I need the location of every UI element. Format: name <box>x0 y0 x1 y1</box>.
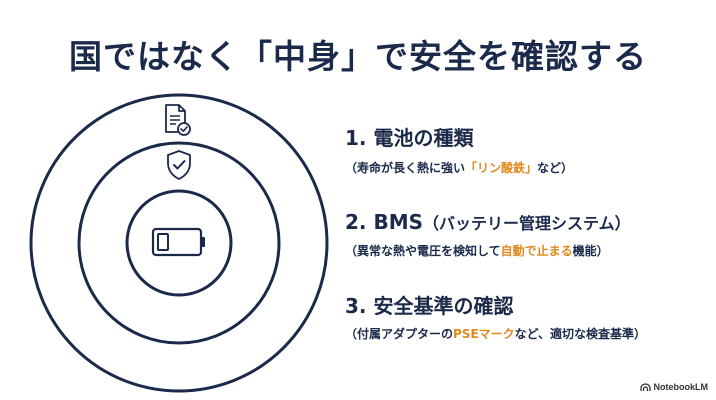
outer-ring <box>29 93 329 393</box>
detail-text-end: 機能） <box>572 244 609 258</box>
detail-text-end: など） <box>537 161 574 175</box>
list-item-safety-standard: 3. 安全基準の確認 （付属アダプターのPSEマークなど、適切な検査基準） <box>345 290 646 342</box>
concentric-diagram <box>29 93 329 393</box>
document-check-icon <box>165 104 191 136</box>
detail-accent-text: PSEマーク <box>453 327 515 341</box>
detail-text: （寿命が長く熱に強い <box>345 161 466 175</box>
item-heading-text: 安全基準の確認 <box>373 294 514 318</box>
item-detail: （寿命が長く熱に強い「リン酸鉄」など） <box>345 159 573 176</box>
shield-check-icon <box>167 150 191 180</box>
detail-text: （異常な熱や電圧を検知して <box>345 244 501 258</box>
middle-ring <box>77 141 281 345</box>
item-number: 3. <box>345 294 367 318</box>
slide-title: 国ではなく「中身」で安全を確認する <box>69 37 647 76</box>
list-item-battery-type: 1. 電池の種類 （寿命が長く熱に強い「リン酸鉄」など） <box>345 122 573 176</box>
item-heading: 1. 電池の種類 <box>345 122 573 151</box>
detail-accent-text: 「リン酸鉄」 <box>465 161 538 175</box>
item-number: 1. <box>345 126 367 150</box>
notebooklm-logo-icon <box>639 382 651 391</box>
detail-text: （付属アダプターの <box>345 327 454 341</box>
detail-text-end: など、適切な検査基準） <box>514 327 647 341</box>
list-item-bms: 2. BMS（バッテリー管理システム） （異常な熱や電圧を検知して自動で止まる機… <box>345 210 631 259</box>
item-heading-subtext: （バッテリー管理システム） <box>423 214 631 233</box>
item-heading: 2. BMS（バッテリー管理システム） <box>345 210 631 234</box>
item-heading: 3. 安全基準の確認 <box>345 290 646 319</box>
notebooklm-watermark: NotebookLM <box>639 382 709 392</box>
item-number: 2. <box>345 210 367 234</box>
item-detail: （付属アダプターのPSEマークなど、適切な検査基準） <box>345 325 646 342</box>
item-heading-text: BMS <box>373 210 424 234</box>
watermark-text: NotebookLM <box>653 382 709 392</box>
inner-ring <box>125 189 233 297</box>
item-detail: （異常な熱や電圧を検知して自動で止まる機能） <box>345 242 631 259</box>
item-heading-text: 電池の種類 <box>373 126 474 150</box>
detail-accent-text: 自動で止まる <box>500 244 573 258</box>
battery-icon <box>151 227 205 257</box>
